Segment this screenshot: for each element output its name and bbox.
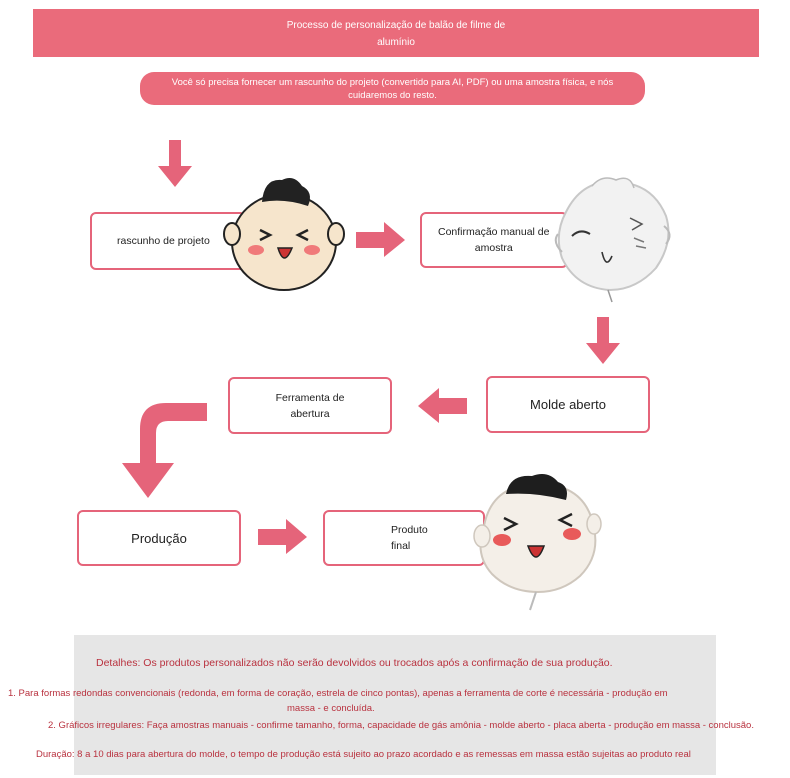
- header-title-line1: Processo de personalização de balão de f…: [33, 19, 759, 34]
- bent-arrow-icon: [122, 403, 208, 499]
- cartoon-face-icon: [222, 172, 348, 294]
- details-duration: Duração: 8 a 10 dias para abertura do mo…: [36, 749, 691, 760]
- finished-balloon-face-icon: [470, 470, 606, 620]
- details-item1-line1: 1. Para formas redondas convencionais (r…: [8, 688, 668, 699]
- step-tool-line1: Ferramenta de: [276, 390, 345, 406]
- header-title-line2: alumínio: [33, 36, 759, 51]
- arrow-right-icon: [356, 222, 406, 258]
- step-production-box: Produção: [77, 510, 241, 566]
- white-balloon-face-icon: [552, 172, 676, 312]
- step-open-mold-label: Molde aberto: [530, 397, 606, 412]
- intro-line1: Você só precisa fornecer um rascunho do …: [140, 76, 645, 89]
- step-confirm-line2: amostra: [438, 240, 549, 256]
- arrow-left-icon: [418, 388, 468, 424]
- details-heading: Detalhes: Os produtos personalizados não…: [96, 657, 613, 669]
- intro-banner: Você só precisa fornecer um rascunho do …: [140, 72, 645, 105]
- step-confirm-line1: Confirmação manual de: [438, 224, 549, 240]
- header-banner: Processo de personalização de balão de f…: [33, 9, 759, 57]
- details-item1-line2: massa - e concluída.: [287, 703, 375, 714]
- step-tool-line2: abertura: [276, 406, 345, 422]
- step-confirm-box: Confirmação manual de amostra: [420, 212, 568, 268]
- step-open-mold-box: Molde aberto: [486, 376, 650, 433]
- intro-line2: cuidaremos do resto.: [140, 89, 645, 102]
- arrow-down-icon: [157, 140, 193, 188]
- step-final-box: Produto final: [323, 510, 485, 566]
- details-item2: 2. Gráficos irregulares: Faça amostras m…: [48, 720, 754, 731]
- step-final-line2: final: [391, 538, 428, 554]
- step-tool-box: Ferramenta de abertura: [228, 377, 392, 434]
- arrow-right-icon: [258, 519, 308, 555]
- step-production-label: Produção: [131, 531, 187, 546]
- arrow-down-icon: [585, 317, 621, 365]
- step-draft-label: rascunho de projeto: [117, 235, 210, 247]
- step-final-line1: Produto: [391, 522, 428, 538]
